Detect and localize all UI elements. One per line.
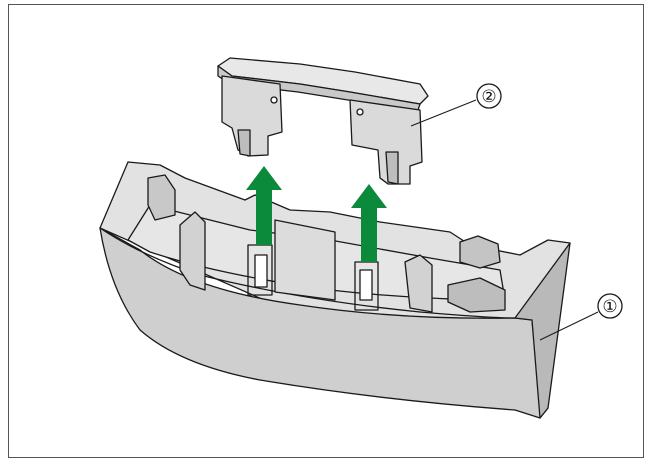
lift-arrows (246, 166, 387, 262)
callout-1-label: ① (602, 297, 617, 316)
insert-right-leg (349, 99, 423, 185)
insert-left-leg (221, 75, 283, 157)
callout-2-circle (476, 83, 502, 109)
callout-2: ② (410, 83, 502, 127)
slot-right (359, 269, 373, 301)
insert-right-leg-tip (385, 151, 399, 185)
callout-2-label: ② (481, 87, 496, 106)
cradle-right-end (514, 242, 571, 419)
callout-1-leader (539, 311, 599, 341)
insert-tab-left (270, 96, 278, 104)
insert-bracket (217, 57, 429, 185)
cradle-left-post (147, 174, 176, 221)
insert-left-leg-tip (237, 129, 251, 157)
cradle-right-block (447, 277, 506, 313)
cradle-partition-right (404, 254, 433, 313)
callout-1: ① (539, 293, 623, 341)
slot-left (254, 254, 268, 288)
cradle-partition-left (179, 211, 206, 291)
cradle-partition-mid (274, 219, 336, 301)
arrow-up-right (351, 184, 387, 262)
callout-2-leader (410, 99, 477, 127)
arrow-up-left (246, 166, 282, 245)
insert-tab-right (356, 108, 364, 116)
cradle-holder (99, 161, 571, 419)
callout-1-circle (597, 293, 623, 319)
cradle-right-post (459, 235, 501, 269)
